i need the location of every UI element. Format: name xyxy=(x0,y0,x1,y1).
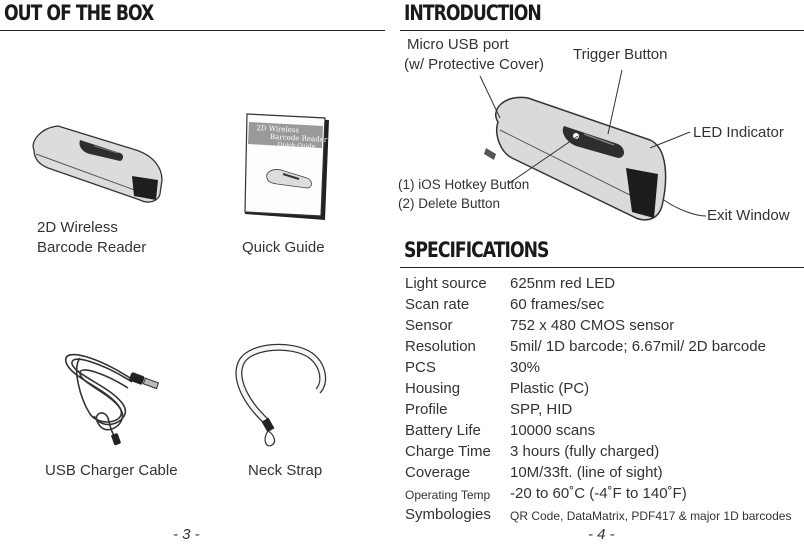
spec-label: PCS xyxy=(405,359,436,376)
spec-value: 3 hours (fully charged) xyxy=(510,443,660,460)
quick-guide-cover-title: 2D Wireless Barcode Reader Quick Guide xyxy=(255,124,327,152)
hotkey-callout: (1) iOS Hotkey Button (2) Delete Button xyxy=(398,175,529,213)
quick-guide-image xyxy=(244,113,329,220)
device-diagram xyxy=(479,69,707,221)
barcode-reader-label: 2D Wireless Barcode Reader xyxy=(37,218,146,258)
specifications-heading: SPECIFICATIONS xyxy=(404,238,549,262)
out-of-box-heading: OUT OF THE BOX xyxy=(4,1,154,25)
usb-port-callout-line1: Micro USB port xyxy=(407,36,509,53)
usb-port-callout-line2: (w/ Protective Cover) xyxy=(404,56,545,73)
spec-label: Profile xyxy=(405,401,448,418)
usb-port-callout: Micro USB port (w/ Protective Cover) xyxy=(404,35,544,75)
spec-label: Symbologies xyxy=(405,506,491,523)
spec-value: 10M/33ft. (line of sight) xyxy=(510,464,663,481)
spec-value: 30% xyxy=(510,359,541,376)
spec-value: 5mil/ 1D barcode; 6.67mil/ 2D barcode xyxy=(510,338,766,355)
usb-cable-label: USB Charger Cable xyxy=(45,462,178,479)
left-heading-rule xyxy=(0,30,385,31)
spec-label: Light source xyxy=(405,275,487,292)
spec-label: Coverage xyxy=(405,464,471,481)
neck-strap-image xyxy=(235,343,327,447)
hotkey-callout-line2: (2) Delete Button xyxy=(398,196,501,211)
quick-guide-label: Quick Guide xyxy=(242,239,325,256)
spec-value: SPP, HID xyxy=(510,401,573,418)
spec-label: Operating Temp xyxy=(405,488,491,502)
left-page-number: - 3 - xyxy=(173,526,200,543)
spec-label: Sensor xyxy=(405,317,453,334)
spec-value: 625nm red LED xyxy=(510,275,616,292)
led-indicator-callout: LED Indicator xyxy=(693,124,784,141)
spec-label: Charge Time xyxy=(405,443,491,460)
spec-value: QR Code, DataMatrix, PDF417 & major 1D b… xyxy=(510,509,792,523)
exit-window-callout: Exit Window xyxy=(707,207,790,224)
introduction-heading: INTRODUCTION xyxy=(404,1,542,25)
spec-value: -20 to 60˚C (-4˚F to 140˚F) xyxy=(510,485,687,502)
spec-heading-rule xyxy=(400,267,804,268)
usb-cable-image xyxy=(65,353,160,446)
spec-value: 752 x 480 CMOS sensor xyxy=(510,317,675,334)
intro-heading-rule xyxy=(400,30,804,31)
spec-label: Housing xyxy=(405,380,461,397)
barcode-reader-image xyxy=(32,125,163,203)
spec-value: 60 frames/sec xyxy=(510,296,605,313)
spec-label: Battery Life xyxy=(405,422,481,439)
barcode-reader-label-line2: Barcode Reader xyxy=(37,239,147,256)
right-page-number: - 4 - xyxy=(588,526,615,543)
barcode-reader-label-line1: 2D Wireless xyxy=(37,219,118,236)
neck-strap-label: Neck Strap xyxy=(248,462,323,479)
trigger-button-callout: Trigger Button xyxy=(573,46,668,63)
spec-value: 10000 scans xyxy=(510,422,596,439)
spec-label: Scan rate xyxy=(405,296,470,313)
spec-label: Resolution xyxy=(405,338,476,355)
hotkey-callout-line1: (1) iOS Hotkey Button xyxy=(398,177,530,192)
spec-value: Plastic (PC) xyxy=(510,380,590,397)
